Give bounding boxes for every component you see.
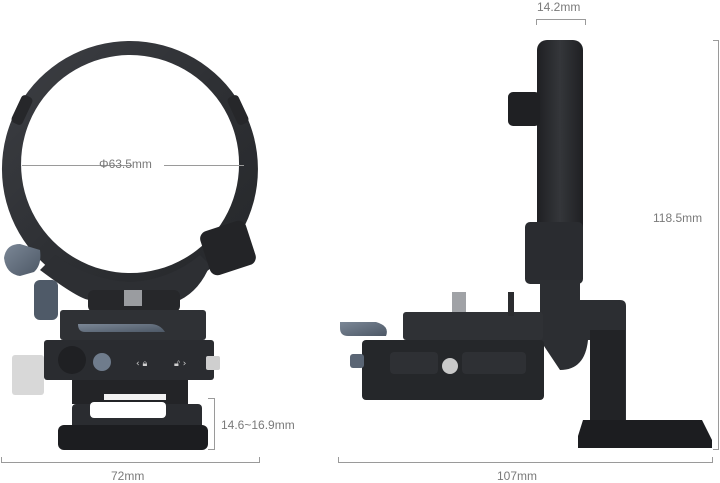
clamp-lever: [78, 324, 165, 332]
release-button: [93, 353, 111, 371]
side-mounting-screw: [452, 292, 466, 312]
ring-edge: [537, 40, 583, 258]
height-range-label: 14.6~16.9mm: [221, 418, 295, 432]
diameter-label: Φ63.5mm: [99, 157, 152, 171]
width-line: [1, 462, 260, 463]
side-view: [340, 40, 712, 448]
total-height-label: 118.5mm: [653, 211, 703, 225]
length-label: 107mm: [497, 469, 538, 483]
height-range-tick-top: [208, 398, 215, 399]
ring-thickness-tick-right: [585, 19, 586, 25]
total-height-line: [718, 40, 719, 450]
ring-thickness-label: 14.2mm: [537, 0, 581, 14]
lever-handle: [4, 244, 41, 276]
diameter-line-left: [22, 165, 132, 166]
tightening-knob: [200, 220, 256, 276]
arca-base-plate: [58, 425, 208, 450]
unlock-icon: 🔓︎ ›: [174, 359, 186, 369]
total-height-tick-bottom: [713, 449, 719, 450]
side-base-plate: [578, 420, 712, 448]
ring-thickness-tick-left: [536, 19, 537, 25]
total-height-tick-top: [713, 40, 719, 41]
side-pin-left: [12, 355, 44, 395]
diameter-line-right: [164, 165, 244, 166]
length-tick-left: [338, 457, 339, 463]
rubber-pad-left: [11, 95, 33, 125]
side-pin-right: [206, 356, 220, 370]
side-release-button: [442, 358, 458, 374]
ring-thickness-line: [536, 19, 585, 20]
length-line: [338, 462, 713, 463]
lock-icon: ‹ 🔒︎: [136, 359, 147, 369]
mounting-screw: [124, 290, 142, 306]
l-bracket: [540, 280, 626, 420]
height-range-line: [214, 398, 215, 450]
side-lever: [340, 322, 387, 336]
front-view: ‹ 🔒︎ 🔓︎ ›: [1, 41, 258, 450]
width-tick-right: [259, 457, 260, 463]
width-tick-left: [1, 457, 2, 463]
clamp-base: [44, 340, 214, 380]
ring-knob: [508, 92, 540, 126]
height-range-tick-bottom: [208, 449, 215, 450]
length-tick-right: [712, 457, 713, 463]
rubber-pad-right: [227, 95, 249, 125]
width-label: 72mm: [111, 469, 145, 483]
